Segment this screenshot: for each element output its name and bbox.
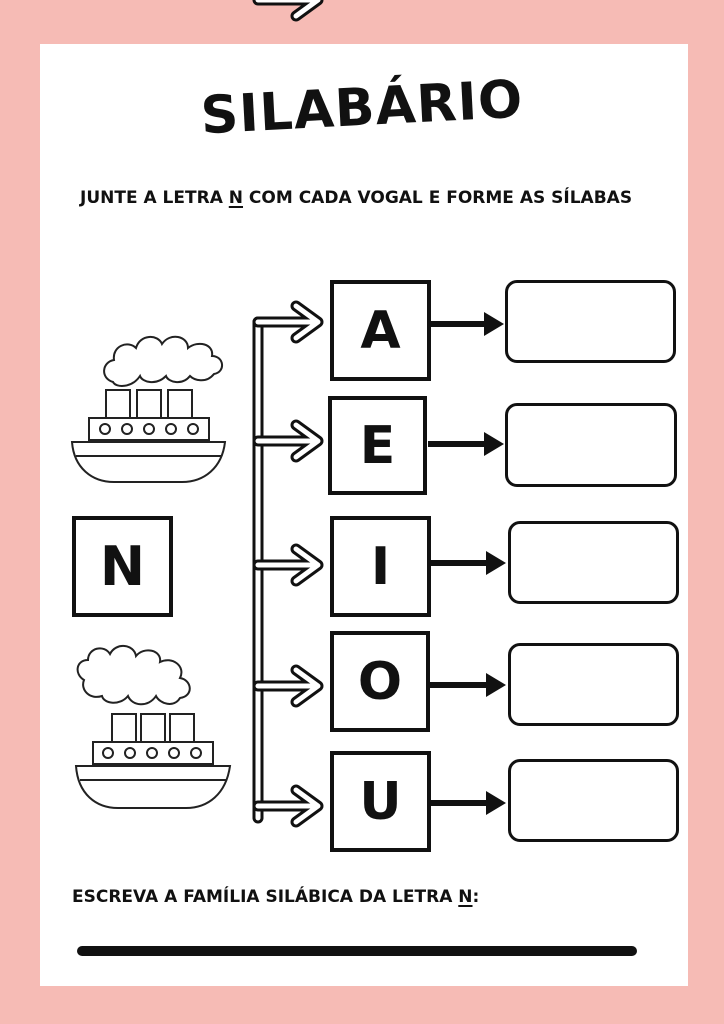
instruction-before: JUNTE A LETRA xyxy=(80,188,229,208)
answer-box-a[interactable] xyxy=(505,280,676,363)
answer-box-i[interactable] xyxy=(508,521,679,604)
solid-arrows xyxy=(428,312,506,815)
branch-arrows xyxy=(252,0,324,22)
steamship-icon xyxy=(70,335,227,483)
vowel-box-e: E xyxy=(328,396,427,495)
vowel-letter: E xyxy=(359,415,396,476)
vowel-box-u: U xyxy=(330,751,431,852)
answer-box-u[interactable] xyxy=(508,759,679,842)
writing-line[interactable] xyxy=(77,946,637,956)
answer-box-e[interactable] xyxy=(505,403,677,487)
footer-letter: N xyxy=(458,887,473,907)
consonant-box: N xyxy=(72,516,173,617)
vowel-letter: A xyxy=(360,300,401,361)
instruction-letter: N xyxy=(228,188,244,208)
instruction-text: JUNTE A LETRA N COM CADA VOGAL E FORME A… xyxy=(80,188,632,208)
footer-before: ESCREVA A FAMÍLIA SILÁBICA DA LETRA xyxy=(72,887,459,907)
vowel-letter: I xyxy=(370,536,391,597)
consonant-letter: N xyxy=(99,535,146,598)
vowel-box-i: I xyxy=(330,516,431,617)
steamship-icon xyxy=(74,645,232,809)
footer-after: : xyxy=(472,887,480,907)
vowel-letter: U xyxy=(359,771,402,832)
answer-box-o[interactable] xyxy=(508,643,679,726)
vowel-box-o: O xyxy=(330,631,430,732)
vowel-box-a: A xyxy=(330,280,431,381)
instruction-after: COM CADA VOGAL E FORME AS SÍLABAS xyxy=(243,188,633,208)
footer-instruction: ESCREVA A FAMÍLIA SILÁBICA DA LETRA N: xyxy=(72,887,479,907)
vowel-letter: O xyxy=(357,651,403,712)
